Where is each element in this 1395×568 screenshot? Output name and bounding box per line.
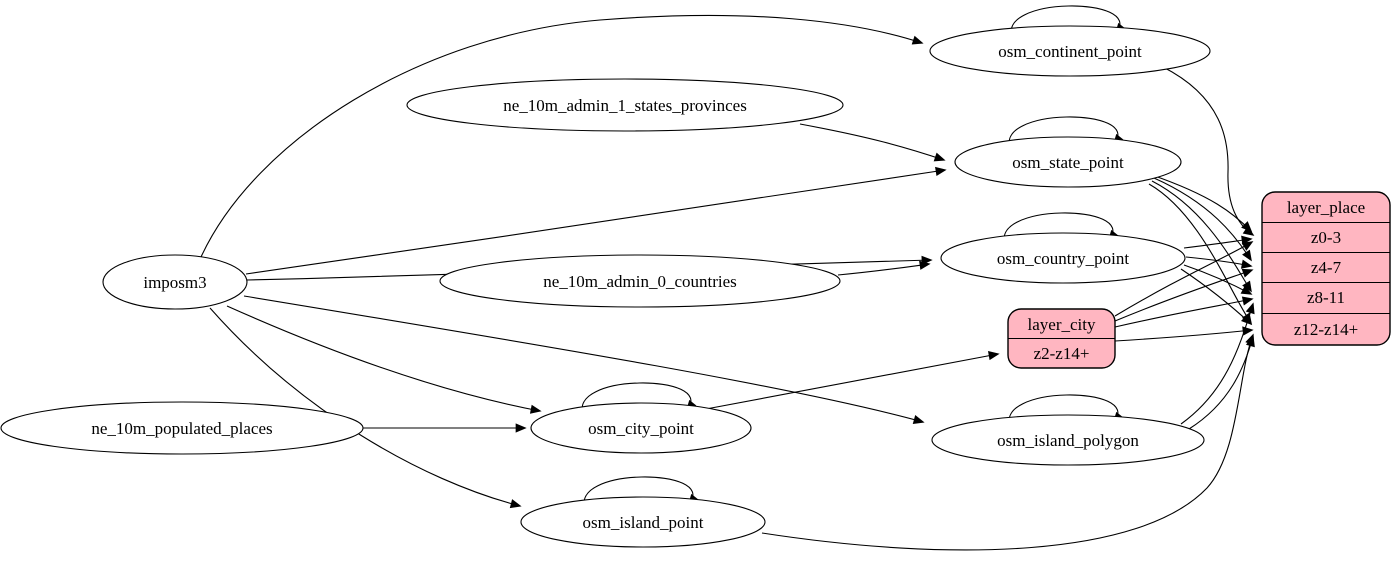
layer_city-row-z2-z14: z2-z14+ [1034,344,1090,363]
osm_state_point-shape [954,136,1182,188]
edge-ne_10m_admin_1_states_provinces-osm_state_point [799,123,946,162]
ne_10m_populated_places-shape [0,401,364,455]
osm_city_point-shape [530,402,752,454]
osm_city_point-label: osm_city_point [588,419,694,438]
node-osm_country_point: osm_country_point [940,232,1186,284]
osm_country_point-label: osm_country_point [997,249,1129,268]
edge-osm_state_point-layer_place-z12-z14 [1148,183,1252,325]
osm_island_polygon-shape [931,414,1205,466]
node-osm_continent_point: osm_continent_point [929,25,1211,77]
edge-osm_city_point-layer_city [705,351,1000,410]
ne_10m_admin_0_countries-label: ne_10m_admin_0_countries [543,272,737,291]
node-osm_island_polygon: osm_island_polygon [931,414,1205,466]
edge-layer_city-layer_place-z8-11 [1114,296,1254,328]
selfloop-osm_country_point [1003,212,1119,247]
selfloop-osm_island_polygon [1008,394,1124,429]
edges [200,5,1255,551]
selfloop-osm_continent_point [1010,5,1126,40]
ne_10m_admin_1_states_provinces-label: ne_10m_admin_1_states_provinces [503,96,747,115]
edge-imposm3-osm_continent_point [200,14,924,258]
node-osm_state_point: osm_state_point [954,136,1182,188]
layer_place-row-z4-7: z4-7 [1311,258,1342,277]
imposm3-label: imposm3 [143,273,206,292]
osm_continent_point-shape [929,25,1211,77]
layer_place-row-z12-z14: z12-z14+ [1294,320,1358,339]
osm_country_point-shape [940,232,1186,284]
record-layer_place: layer_place z0-3 z4-7 z8-11 z12-z14+ [1261,191,1391,346]
osm_state_point-label: osm_state_point [1012,153,1124,172]
selfloop-osm_state_point [1008,116,1124,151]
selfloop-osm_city_point [581,382,697,417]
ne_10m_admin_1_states_provinces-shape [406,78,844,132]
edge-osm_country_point-layer_place-z12-z14 [1180,268,1253,326]
layer_place-title: layer_place [1287,198,1365,217]
edge-osm_country_point-layer_place-z4-7 [1185,256,1253,269]
edge-osm_island_polygon-layer_place-z12-z14 [1188,335,1255,430]
edge-imposm3-osm_island_polygon [243,295,925,424]
ne_10m_populated_places-label: ne_10m_populated_places [91,419,272,438]
edge-osm_country_point-layer_place-z0-3 [1183,235,1253,249]
imposm3-shape [102,254,248,310]
edge-imposm3-osm_island_point [209,307,522,509]
record-layer_city: layer_city z2-z14+ [1007,308,1116,369]
node-osm_city_point: osm_city_point [530,402,752,454]
edge-layer_city-layer_place-z4-7 [1114,268,1254,322]
layer_city-title: layer_city [1028,315,1096,334]
node-ne_10m_populated_places: ne_10m_populated_places [0,401,364,455]
edge-osm_state_point-layer_place-z8-11 [1151,180,1252,293]
edge-layer_city-layer_place-z0-3 [1114,241,1254,317]
osm_island_point-shape [520,496,766,548]
osm_island_polygon-label: osm_island_polygon [997,431,1139,450]
layer_place-row-z8-11: z8-11 [1307,288,1345,307]
node-imposm3: imposm3 [102,254,248,310]
edge-ne_10m_admin_0_countries-osm_country_point [837,260,931,276]
layer_place-shape [1261,191,1391,346]
edge-osm_island_point-layer_place-z12-z14 [761,333,1254,551]
ne_10m_admin_0_countries-shape [439,254,841,308]
edge-osm_continent_point-layer_place-z0-3 [1162,66,1255,236]
edge-osm_island_polygon-layer_place-z8-11 [1180,302,1255,425]
edge-osm_country_point-layer_place-z8-11 [1183,264,1253,295]
osm_island_point-label: osm_island_point [583,513,704,532]
osm_continent_point-label: osm_continent_point [998,42,1142,61]
edge-imposm3-osm_state_point [245,166,947,275]
node-osm_island_point: osm_island_point [520,496,766,548]
edge-osm_state_point-layer_place-z0-3 [1151,174,1253,233]
selfloop-osm_island_point [583,476,699,511]
edge-imposm3-osm_city_point [226,305,542,414]
edge-osm_state_point-layer_place-z4-7 [1153,177,1252,262]
node-ne_10m_admin_1_states_provinces: ne_10m_admin_1_states_provinces [406,78,844,132]
node-ne_10m_admin_0_countries: ne_10m_admin_0_countries [439,254,841,308]
edge-layer_city-layer_place-z12-z14 [1114,326,1254,342]
layer_place-row-z0-3: z0-3 [1311,228,1341,247]
